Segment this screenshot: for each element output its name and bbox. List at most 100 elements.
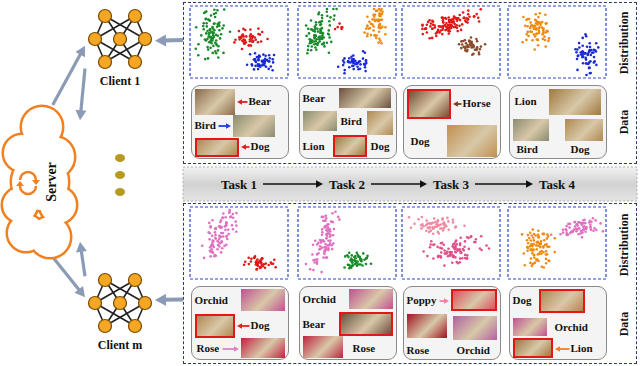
scatter-point — [216, 25, 219, 28]
scatter-point — [195, 48, 198, 51]
pointer-arrow-line — [559, 348, 570, 350]
flow-arrow-head — [420, 180, 427, 188]
scatter-point — [209, 226, 212, 229]
scatter-point — [431, 28, 434, 31]
scatter-point — [536, 32, 539, 35]
scatter-point — [209, 36, 212, 39]
scatter-point — [537, 16, 540, 19]
scatter-point — [527, 234, 530, 237]
scatter-point — [216, 23, 219, 26]
scatter-point — [323, 226, 326, 229]
scatter-point — [325, 246, 328, 249]
scatter-point — [352, 61, 355, 64]
scatter-point — [431, 37, 434, 40]
scatter-point — [550, 233, 553, 236]
network-neuron — [99, 274, 112, 287]
scatter-point — [245, 35, 248, 38]
photo-thumbnail — [233, 115, 275, 137]
scatter-point — [456, 248, 459, 251]
scatter-point — [379, 39, 382, 42]
scatter-point — [576, 69, 579, 72]
scatter-point — [242, 33, 245, 36]
scatter-point — [452, 21, 455, 24]
network-neuron — [89, 33, 102, 46]
scatter-point — [539, 243, 542, 246]
scatter-point — [365, 60, 368, 63]
scatter-point — [212, 34, 215, 37]
scatter-point — [472, 45, 475, 48]
photo-thumbnail — [349, 289, 393, 309]
scatter-point — [566, 232, 569, 235]
scatter-point — [309, 42, 312, 45]
scatter-point — [472, 45, 475, 48]
scatter-point — [545, 250, 548, 253]
scatter-point — [535, 22, 538, 25]
flow-arrow — [76, 242, 87, 276]
scatter-point — [318, 38, 321, 41]
scatter-point — [454, 26, 457, 29]
scatter-point — [360, 260, 363, 263]
scatter-point — [212, 252, 215, 255]
scatter-point — [531, 245, 534, 248]
pointer-arrow — [439, 298, 449, 304]
scatter-point — [545, 30, 548, 33]
scatter-point — [225, 224, 228, 227]
scatter-point — [366, 35, 369, 38]
scatter-point — [462, 11, 465, 14]
scatter-point — [588, 221, 591, 224]
scatter-point — [526, 239, 529, 242]
scatter-point — [595, 64, 598, 67]
scatter-point — [320, 28, 323, 31]
scatter-point — [329, 230, 332, 233]
scatter-point — [334, 28, 337, 31]
scatter-point — [351, 58, 354, 61]
scatter-point — [242, 35, 245, 38]
scatter-point — [268, 60, 271, 63]
scatter-point — [326, 256, 329, 259]
scatter-point — [250, 44, 253, 47]
scatter-point — [431, 19, 434, 22]
scatter-point — [430, 22, 433, 25]
scatter-point — [325, 237, 328, 240]
scatter-point — [325, 215, 328, 218]
scatter-point — [571, 231, 574, 234]
scatter-point — [370, 263, 373, 266]
scatter-point — [434, 225, 437, 228]
scatter-point — [209, 255, 212, 258]
data-box: HorseDog — [403, 85, 501, 159]
scatter-point — [410, 226, 413, 229]
scatter-point — [325, 217, 328, 220]
scatter-point — [266, 38, 269, 41]
scatter-point — [441, 241, 444, 244]
scatter-point — [364, 51, 367, 54]
network-neuron — [114, 297, 127, 310]
scatter-point — [257, 56, 260, 59]
scatter-point — [537, 236, 540, 239]
scatter-point — [456, 30, 459, 33]
scatter-point — [356, 260, 359, 263]
scatter-point — [214, 50, 217, 53]
scatter-point — [441, 247, 444, 250]
scatter-point — [343, 72, 346, 75]
scatter-point — [544, 45, 547, 48]
scatter-point — [363, 31, 366, 34]
scatter-point — [212, 32, 215, 35]
scatter-point — [453, 15, 456, 18]
scatter-point — [350, 267, 353, 270]
scatter-point — [333, 228, 336, 231]
scatter-point — [323, 249, 326, 252]
scatter-point — [532, 228, 535, 231]
scatter-point — [260, 40, 263, 43]
scatter-point — [220, 232, 223, 235]
flow-arrow-head — [155, 294, 166, 306]
scatter-point — [258, 63, 261, 66]
image-label: Dog — [571, 143, 590, 156]
scatter-point — [381, 13, 384, 16]
scatter-point — [430, 240, 433, 243]
scatter-point — [602, 230, 605, 233]
scatter-point — [540, 240, 543, 243]
scatter-point — [371, 23, 374, 26]
scatter-point — [331, 248, 334, 251]
scatter-point — [319, 31, 322, 34]
image-label: Bird — [341, 115, 362, 128]
